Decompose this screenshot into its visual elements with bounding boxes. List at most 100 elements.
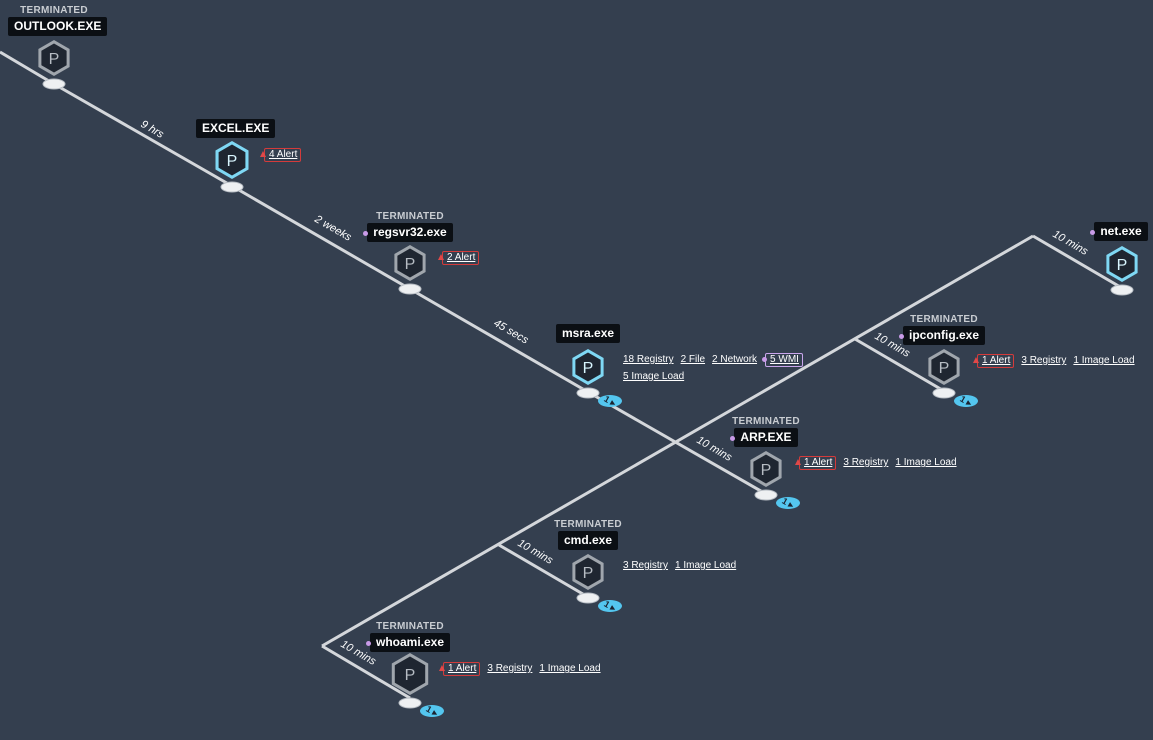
image-load-link[interactable]: 1 Image Load: [895, 457, 957, 468]
edge-root-outlook: [0, 50, 55, 86]
process-name-msra[interactable]: msra.exe: [556, 324, 621, 343]
name-text: ARP.EXE: [740, 430, 792, 444]
wmi-dot-icon: [762, 357, 768, 362]
fileless-dot-icon: [898, 334, 904, 339]
fileless-dot-icon: [730, 436, 736, 441]
pills-whoami: 1 Alert 3 Registry 1 Image Load: [439, 660, 608, 677]
process-glyph: P: [583, 565, 594, 582]
node-pedestal: [398, 283, 422, 295]
node-pedestal: [932, 387, 956, 399]
process-name-excel[interactable]: EXCEL.EXE: [196, 119, 276, 138]
alert-badge-regsvr32[interactable]: 2 Alert: [438, 251, 480, 265]
network-link[interactable]: 2 Network: [712, 354, 758, 365]
badge-pill: [420, 705, 444, 717]
state-label: TERMINATED: [554, 519, 622, 530]
process-node-regsvr32[interactable]: P: [394, 245, 426, 295]
pills-arp: 1 Alert 3 Registry 1 Image Load: [795, 454, 964, 471]
alert-icon: [439, 665, 445, 671]
elapsed-regsvr32-msra: 45 secs: [492, 317, 531, 347]
child-count-badge[interactable]: 1 ▸: [598, 394, 622, 409]
process-glyph: P: [227, 153, 238, 170]
alert-badge-arp[interactable]: 1 Alert: [795, 456, 837, 470]
process-node-cmd[interactable]: P 1 ▸: [572, 554, 622, 614]
name-text: whoami.exe: [375, 635, 445, 649]
state-label: TERMINATED: [376, 211, 444, 222]
state-label: TERMINATED: [376, 621, 444, 632]
node-pedestal: [220, 181, 244, 193]
node-label-outlook: TERMINATED OUTLOOK.EXE: [8, 5, 108, 36]
child-count-badge[interactable]: 1 ▸: [420, 704, 444, 719]
node-label-cmd: TERMINATED cmd.exe: [548, 519, 628, 550]
alert-badge-whoami[interactable]: 1 Alert: [439, 662, 481, 676]
state-label: TERMINATED: [732, 416, 800, 427]
process-name-whoami[interactable]: whoami.exe: [365, 633, 451, 652]
process-name-ipconfig[interactable]: ipconfig.exe: [898, 326, 985, 345]
process-icon-inner: [575, 557, 601, 587]
node-pedestal: [42, 78, 66, 90]
alert-icon: [260, 151, 266, 157]
pills-regsvr32: 2 Alert: [438, 249, 486, 266]
node-pedestal: [398, 697, 422, 709]
wmi-badge[interactable]: 5 WMI: [762, 353, 803, 367]
fileless-dot-icon: [363, 231, 369, 236]
edge-whoami: [321, 644, 411, 700]
image-load-link[interactable]: 1 Image Load: [539, 663, 601, 674]
node-pedestal: [1110, 284, 1134, 296]
image-load-link[interactable]: 1 Image Load: [1073, 355, 1135, 366]
image-load-link[interactable]: 5 Image Load: [623, 371, 685, 382]
process-node-msra[interactable]: P1 ▸: [572, 349, 622, 409]
process-node-outlook[interactable]: P: [38, 40, 70, 90]
process-node-ipconfig[interactable]: P1 ▸: [928, 349, 978, 409]
process-name-arp[interactable]: ARP.EXE: [730, 428, 798, 447]
process-node-net[interactable]: P: [1106, 246, 1138, 296]
wmi-count: 5 WMI: [770, 354, 799, 365]
badge-pill: [954, 395, 978, 407]
badge-pill: [598, 600, 622, 612]
alert-badge-excel[interactable]: 4 Alert: [260, 148, 302, 162]
registry-link[interactable]: 3 Registry: [623, 560, 669, 571]
node-label-regsvr32: TERMINATED regsvr32.exe: [363, 211, 456, 242]
alert-icon: [795, 459, 801, 465]
name-text: ipconfig.exe: [908, 328, 979, 342]
fileless-dot-icon: [365, 641, 371, 646]
alert-count: 1 Alert: [804, 457, 833, 468]
process-name-net[interactable]: net.exe: [1090, 222, 1148, 241]
child-count-badge[interactable]: 1 ▸: [776, 496, 800, 511]
process-icon-inner: [394, 656, 426, 692]
name-text: regsvr32.exe: [373, 225, 447, 239]
process-glyph: P: [405, 667, 416, 684]
image-load-link[interactable]: 1 Image Load: [675, 560, 737, 571]
badge-pill: [776, 497, 800, 509]
node-label-whoami: TERMINATED whoami.exe: [364, 621, 456, 652]
registry-link[interactable]: 3 Registry: [487, 663, 533, 674]
registry-link[interactable]: 3 Registry: [843, 457, 889, 468]
pills-cmd: 3 Registry 1 Image Load: [623, 557, 743, 574]
registry-link[interactable]: 3 Registry: [1021, 355, 1067, 366]
alert-badge-ipconfig[interactable]: 1 Alert: [973, 354, 1015, 368]
pills-row-1: 18 Registry 2 File 2 Network 5 WMI: [623, 351, 803, 368]
alert-count: 1 Alert: [448, 663, 477, 674]
pills-ipconfig: 1 Alert 3 Registry 1 Image Load: [973, 352, 1142, 369]
registry-link[interactable]: 18 Registry: [623, 354, 674, 365]
elapsed-net: 10 mins: [1051, 228, 1091, 258]
process-glyph: P: [49, 51, 60, 68]
process-node-excel[interactable]: P: [215, 141, 249, 193]
process-name-regsvr32[interactable]: regsvr32.exe: [363, 223, 453, 242]
node-pedestal: [576, 592, 600, 604]
process-node-whoami[interactable]: P 1 ▸: [391, 653, 444, 719]
process-icon-inner: [1109, 249, 1135, 279]
process-name-cmd[interactable]: cmd.exe: [557, 531, 619, 550]
state-label: TERMINATED: [20, 5, 88, 16]
node-label-msra: msra.exe: [556, 324, 621, 343]
pills-msra: 18 Registry 2 File 2 Network 5 WMI 5 Image …: [623, 351, 803, 385]
process-name-outlook[interactable]: OUTLOOK.EXE: [8, 17, 108, 36]
file-link[interactable]: 2 File: [680, 354, 706, 365]
elapsed-outlook-excel: 9 hrs: [139, 118, 167, 141]
alert-icon: [438, 254, 444, 260]
child-count-badge[interactable]: 1 ▸: [954, 394, 978, 409]
process-node-arp[interactable]: P1 ▸: [750, 451, 800, 511]
process-glyph: P: [1117, 257, 1128, 274]
edge-excel-regsvr32: [231, 184, 411, 291]
child-count-badge[interactable]: 1 ▸: [598, 599, 622, 614]
